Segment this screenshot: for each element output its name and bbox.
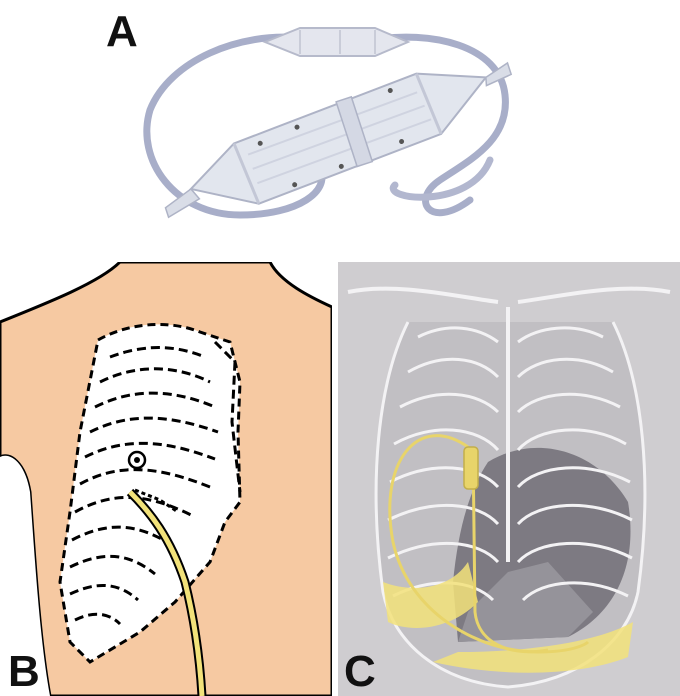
device-illustration [0, 0, 680, 256]
panel-label-b: B [8, 650, 40, 694]
device-small-housing [265, 28, 408, 56]
implant-site-center [134, 457, 140, 463]
panel-c-xray-illustration: C [338, 262, 680, 696]
panel-label-c: C [344, 650, 376, 694]
clavicles [348, 289, 670, 302]
chest-drawing [0, 262, 332, 696]
panel-b-chest-illustration: B [0, 262, 332, 696]
xray-drawing [338, 262, 680, 696]
panel-a-device-photo: A [0, 0, 680, 256]
panel-label-a: A [106, 10, 138, 54]
xray-device [464, 447, 478, 489]
